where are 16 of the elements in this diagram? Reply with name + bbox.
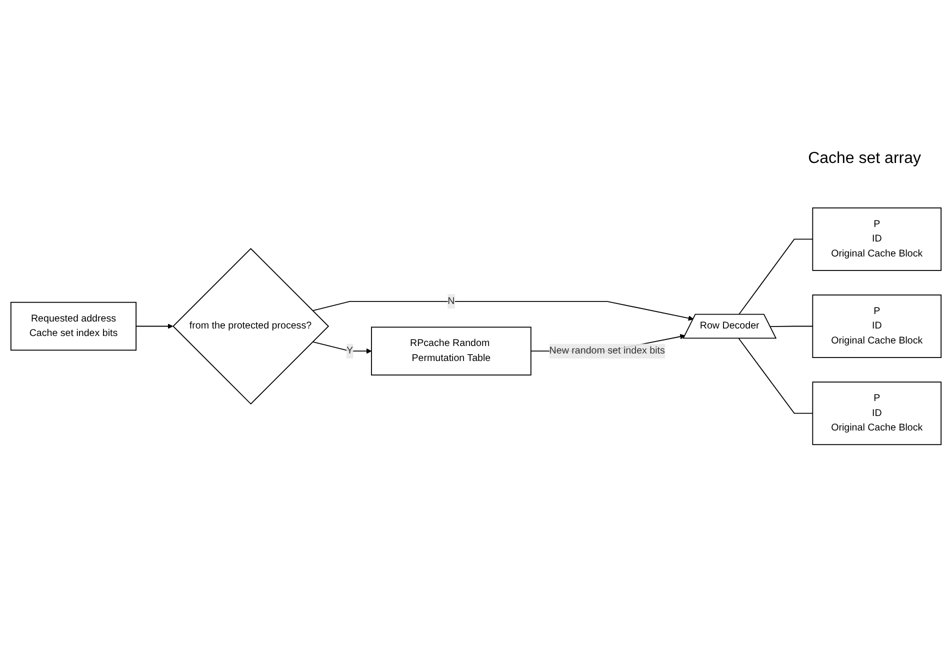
connector bbox=[738, 338, 813, 414]
arrow bbox=[135, 323, 173, 329]
node-box: Requested address Cache set index bits bbox=[10, 302, 136, 350]
arrow bbox=[312, 300, 694, 321]
connector bbox=[738, 238, 813, 315]
array-heading: Cache set array bbox=[808, 150, 921, 168]
connector bbox=[769, 326, 813, 327]
edge-label: New random set index bits bbox=[548, 345, 664, 356]
node-diamond: from the protected process? bbox=[172, 248, 329, 404]
edge-label: Y bbox=[346, 345, 353, 356]
node-box: P ID Original Cache Block bbox=[812, 294, 942, 358]
node-box: P ID Original Cache Block bbox=[812, 207, 942, 271]
node-box: P ID Original Cache Block bbox=[812, 381, 942, 445]
edge-label: N bbox=[447, 296, 454, 306]
node-box: RPcache Random Permutation Table bbox=[370, 326, 531, 376]
arrow bbox=[312, 341, 372, 354]
